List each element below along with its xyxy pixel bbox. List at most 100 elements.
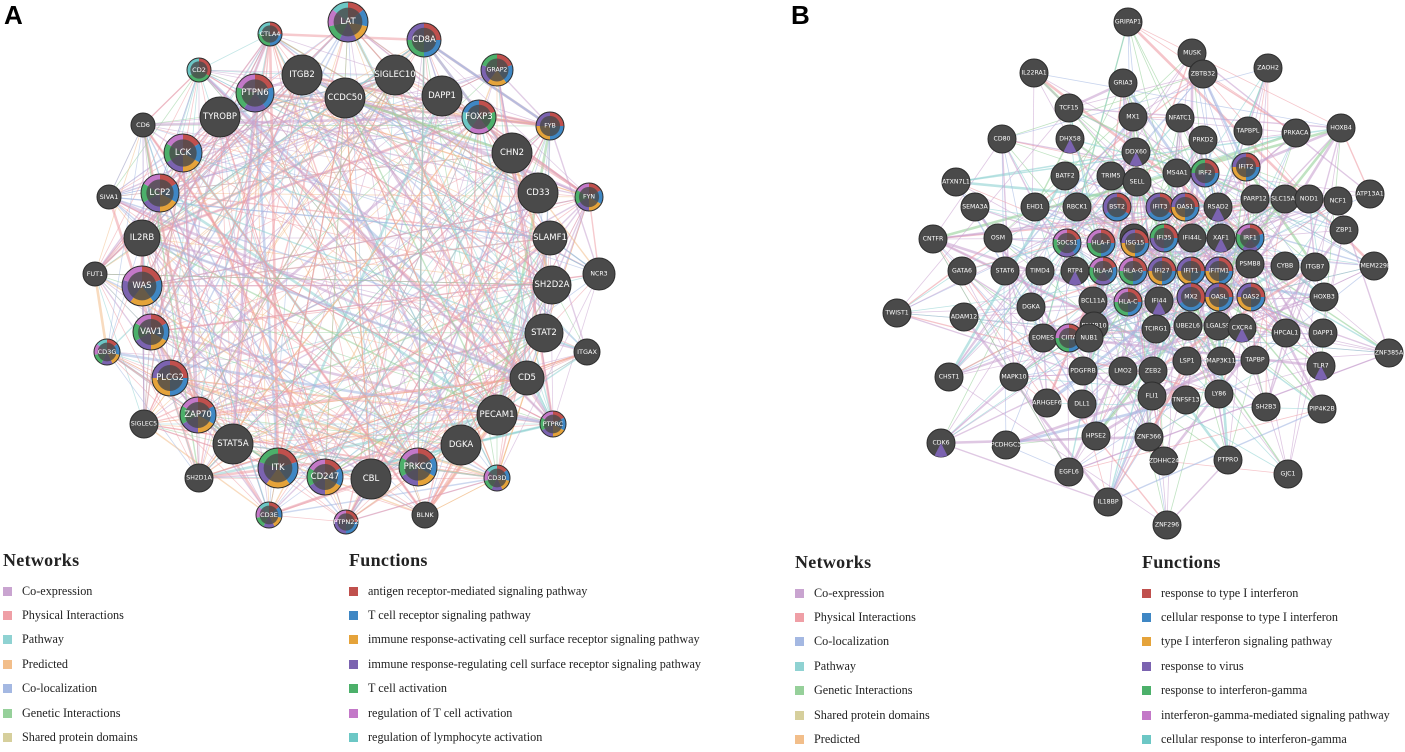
gene-node[interactable]: HOXB3 <box>1309 282 1339 312</box>
gene-node[interactable]: ZDHHC24 <box>1149 446 1180 476</box>
gene-node[interactable]: FYN <box>574 182 604 212</box>
gene-node[interactable]: TRIM5 <box>1096 161 1126 191</box>
gene-node[interactable]: CHN2 <box>491 132 533 174</box>
gene-node[interactable]: BATF2 <box>1050 161 1080 191</box>
gene-node[interactable]: IFIT1 <box>1176 256 1206 286</box>
gene-node[interactable]: MS4A1 <box>1162 158 1192 188</box>
gene-node[interactable]: CD3E <box>255 501 283 529</box>
gene-node[interactable]: RTP4 <box>1060 256 1090 286</box>
gene-node[interactable]: FLI1 <box>1137 381 1167 411</box>
gene-node[interactable]: LCK <box>163 133 203 173</box>
gene-node[interactable]: TLR7 <box>1306 351 1336 381</box>
gene-node[interactable]: SH2D2A <box>532 265 572 305</box>
gene-node[interactable]: ZNF385A <box>1374 338 1404 368</box>
gene-node[interactable]: WAS <box>121 265 163 307</box>
gene-node[interactable]: DAPP1 <box>1308 318 1338 348</box>
gene-node[interactable]: FYB <box>535 111 565 141</box>
gene-node[interactable]: ATXN7L1 <box>941 167 971 197</box>
gene-node[interactable]: ITK <box>257 447 299 489</box>
gene-node[interactable]: DDX60 <box>1121 137 1151 167</box>
gene-node[interactable]: CD5 <box>509 360 545 396</box>
gene-node[interactable]: DGKA <box>1016 292 1046 322</box>
gene-node[interactable]: DAPP1 <box>421 75 463 117</box>
gene-node[interactable]: TMEM229B <box>1356 251 1391 281</box>
gene-node[interactable]: PTPN22 <box>333 509 359 535</box>
gene-node[interactable]: EOMES <box>1028 323 1058 353</box>
gene-node[interactable]: MAP3K11 <box>1206 346 1236 376</box>
gene-node[interactable]: STAT2 <box>524 313 564 353</box>
gene-node[interactable]: CD3G <box>93 338 121 366</box>
gene-node[interactable]: CHST1 <box>934 362 964 392</box>
gene-node[interactable]: NFATC1 <box>1165 103 1195 133</box>
gene-node[interactable]: TAPBP <box>1240 345 1270 375</box>
gene-node[interactable]: TCIRG1 <box>1141 314 1171 344</box>
gene-node[interactable]: CXCR4 <box>1227 313 1257 343</box>
gene-node[interactable]: CD2 <box>186 57 212 83</box>
gene-node[interactable]: GATA6 <box>947 256 977 286</box>
gene-node[interactable]: TIMD4 <box>1025 256 1055 286</box>
gene-node[interactable]: SH2D1A <box>184 463 214 493</box>
gene-node[interactable]: GJC1 <box>1273 459 1303 489</box>
gene-node[interactable]: SIGLEC10 <box>374 54 416 96</box>
gene-node[interactable]: HPSE2 <box>1081 421 1111 451</box>
gene-node[interactable]: HPCAL1 <box>1271 318 1301 348</box>
gene-node[interactable]: TWIST1 <box>882 298 912 328</box>
gene-node[interactable]: CD247 <box>306 458 344 496</box>
gene-node[interactable]: CD33 <box>517 172 559 214</box>
gene-node[interactable]: IFI44 <box>1144 286 1174 316</box>
gene-node[interactable]: RBCK1 <box>1062 192 1092 222</box>
gene-node[interactable]: CYBB <box>1270 251 1300 281</box>
gene-node[interactable]: LCP2 <box>140 173 180 213</box>
gene-node[interactable]: PDGFRB <box>1068 356 1098 386</box>
gene-node[interactable]: BST2 <box>1102 192 1132 222</box>
gene-node[interactable]: LMO2 <box>1108 356 1138 386</box>
gene-node[interactable]: PLCG2 <box>151 359 189 397</box>
gene-node[interactable]: LY86 <box>1204 379 1234 409</box>
gene-node[interactable]: ITGB2 <box>281 54 323 96</box>
gene-node[interactable]: OSM <box>983 223 1013 253</box>
gene-node[interactable]: ITGAX <box>573 338 601 366</box>
gene-node[interactable]: IFIT3 <box>1145 192 1175 222</box>
gene-node[interactable]: SOCS1 <box>1052 228 1082 258</box>
gene-node[interactable]: SIVA1 <box>96 184 122 210</box>
gene-node[interactable]: IL18BP <box>1093 487 1123 517</box>
gene-node[interactable]: MAPK10 <box>999 362 1029 392</box>
gene-node[interactable]: LSP1 <box>1172 346 1202 376</box>
gene-node[interactable]: CIITA <box>1054 323 1084 353</box>
gene-node[interactable]: EGFL6 <box>1054 457 1084 487</box>
gene-node[interactable]: PCDHGC3 <box>991 430 1022 460</box>
gene-node[interactable]: PRKCQ <box>398 447 438 487</box>
gene-node[interactable]: HLA-C <box>1113 287 1143 317</box>
gene-node[interactable]: DLL1 <box>1067 389 1097 419</box>
gene-node[interactable]: DHX58 <box>1055 124 1085 154</box>
gene-node[interactable]: ZEB2 <box>1138 356 1168 386</box>
gene-node[interactable]: LAT <box>327 1 369 43</box>
gene-node[interactable]: IRF1 <box>1235 223 1265 253</box>
gene-node[interactable]: CD3D <box>483 464 511 492</box>
gene-node[interactable]: CCDC50 <box>324 77 366 119</box>
gene-node[interactable]: CNTFR <box>918 224 948 254</box>
gene-node[interactable]: CD6 <box>130 112 156 138</box>
gene-node[interactable]: IFI44L <box>1177 223 1207 253</box>
gene-node[interactable]: SH2B3 <box>1251 392 1281 422</box>
gene-node[interactable]: MX2 <box>1176 282 1206 312</box>
gene-node[interactable]: NUB1 <box>1074 323 1104 353</box>
gene-node[interactable]: NCR3 <box>582 257 616 291</box>
gene-node[interactable]: MX1 <box>1118 102 1148 132</box>
gene-node[interactable]: STAT6 <box>990 256 1020 286</box>
gene-node[interactable]: ISG15 <box>1120 228 1150 258</box>
gene-node[interactable]: ZBP1 <box>1329 215 1359 245</box>
gene-node[interactable]: ZNF366 <box>1134 422 1164 452</box>
gene-node[interactable]: TAPBPL <box>1233 116 1263 146</box>
gene-node[interactable]: HLA-G <box>1118 256 1148 286</box>
gene-node[interactable]: STAT5A <box>212 423 254 465</box>
gene-node[interactable]: CBL <box>350 458 392 500</box>
gene-node[interactable]: PSMB8 <box>1235 249 1265 279</box>
gene-node[interactable]: ZAOH2 <box>1253 53 1283 83</box>
gene-node[interactable]: SEMA3A <box>960 192 990 222</box>
gene-node[interactable]: IL2RB <box>123 219 161 257</box>
gene-node[interactable]: SLAMF1 <box>532 220 568 256</box>
gene-node[interactable]: NOD1 <box>1294 184 1324 214</box>
gene-node[interactable]: PTPN6 <box>235 73 275 113</box>
gene-node[interactable]: PECAM1 <box>476 394 518 436</box>
